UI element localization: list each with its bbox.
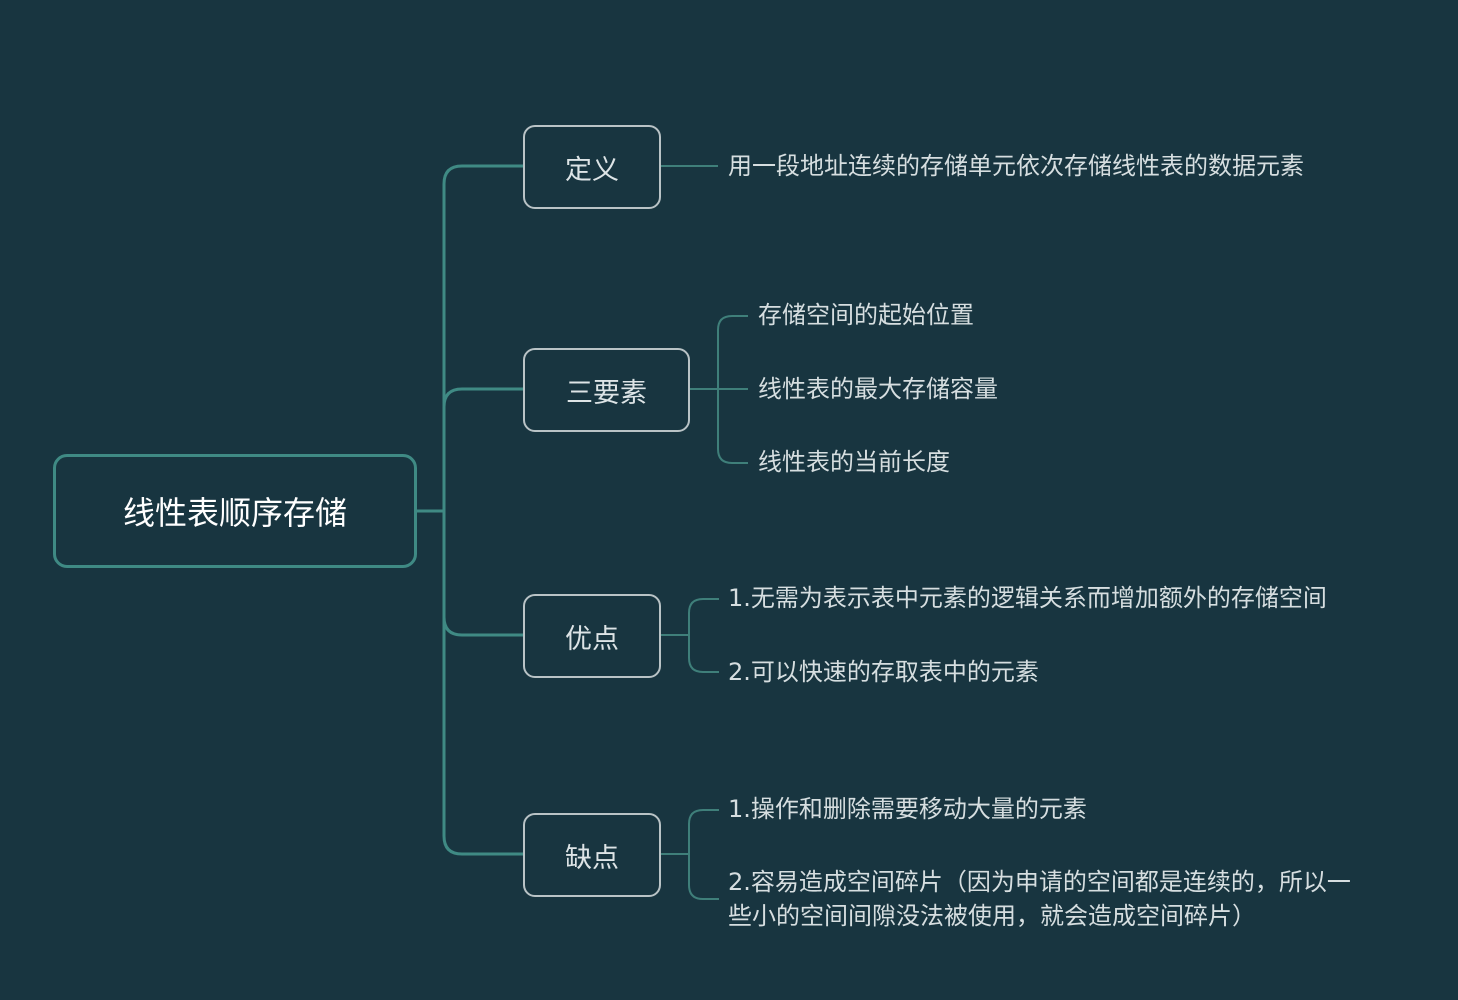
branch-node-advantages[interactable]: 优点 bbox=[523, 594, 661, 678]
branch-connector-disadvantages bbox=[442, 511, 524, 856]
leaf-three-elements-0[interactable]: 存储空间的起始位置 bbox=[758, 301, 974, 329]
branch-node-disadvantages[interactable]: 缺点 bbox=[523, 813, 661, 897]
leaf-advantages-0[interactable]: 1.无需为表示表中元素的逻辑关系而增加额外的存储空间 bbox=[728, 584, 1327, 612]
root-label: 线性表顺序存储 bbox=[122, 494, 347, 532]
leaf-connector-three-elements-0 bbox=[717, 315, 748, 389]
leaf-three-elements-1[interactable]: 线性表的最大存储容量 bbox=[758, 375, 998, 403]
leaf-disadvantages-1[interactable]: 2.容易造成空间碎片（因为申请的空间都是连续的，所以一些小的空间间隙没法被使用，… bbox=[728, 868, 1351, 930]
branch-node-definition[interactable]: 定义 bbox=[523, 125, 661, 209]
leaf-three-elements-2[interactable]: 线性表的当前长度 bbox=[758, 448, 950, 476]
branch-node-three-elements[interactable]: 三要素 bbox=[523, 348, 690, 432]
branch-connector-advantages bbox=[442, 511, 524, 637]
branch-label: 定义 bbox=[565, 154, 619, 186]
branch-connector-three-elements bbox=[442, 387, 524, 511]
leaf-connector-disadvantages-1 bbox=[688, 854, 719, 900]
branch-label: 缺点 bbox=[565, 842, 619, 874]
branch-label: 三要素 bbox=[566, 377, 647, 409]
leaf-advantages-1[interactable]: 2.可以快速的存取表中的元素 bbox=[728, 658, 1039, 686]
branch-label: 优点 bbox=[565, 623, 619, 655]
root-node[interactable]: 线性表顺序存储 bbox=[53, 454, 417, 568]
leaf-connector-advantages-1 bbox=[688, 635, 719, 673]
branch-connector-definition bbox=[442, 164, 524, 511]
leaf-connector-disadvantages-0 bbox=[688, 809, 719, 854]
leaf-connector-advantages-0 bbox=[688, 598, 719, 635]
leaf-connector-three-elements-2 bbox=[717, 389, 748, 464]
leaf-disadvantages-0[interactable]: 1.操作和删除需要移动大量的元素 bbox=[728, 795, 1087, 823]
leaf-definition-0[interactable]: 用一段地址连续的存储单元依次存储线性表的数据元素 bbox=[728, 152, 1304, 180]
